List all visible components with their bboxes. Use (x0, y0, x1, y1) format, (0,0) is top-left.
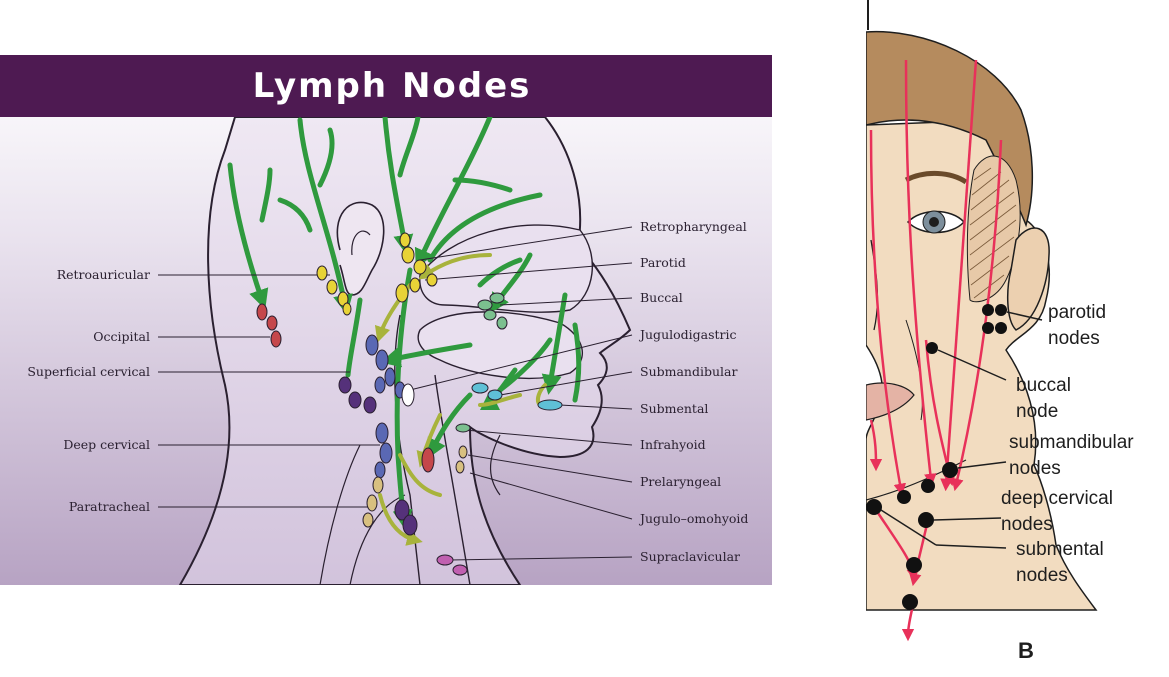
occipital-node-cluster (256, 303, 282, 348)
parotid-node-cluster (395, 232, 438, 303)
title-bar: Lymph Nodes (0, 55, 772, 117)
label-submandibular-line1: submandibular (1009, 432, 1134, 453)
jugulo-omohyoid-node-cluster (394, 499, 418, 536)
label-infrahyoid: Infrahyoid (640, 437, 706, 452)
label-submandibular-line2: nodes (1009, 458, 1061, 479)
label-deep-cervical-line1: deep cervical (1001, 488, 1113, 509)
sideburn (966, 155, 1021, 303)
deep-cervical-node-cluster (374, 422, 393, 479)
head-neck-drawing (0, 55, 772, 585)
label-submandibular-nodes: submandibular nodes (1009, 430, 1134, 482)
ear (1006, 227, 1050, 331)
label-superficial-cervical: Superficial cervical (27, 364, 150, 379)
hair (866, 30, 1034, 228)
label-occipital: Occipital (93, 329, 150, 344)
figure-title: Lymph Nodes (252, 66, 532, 106)
paratracheal-node-cluster (362, 476, 384, 528)
neck-muscle-line (319, 444, 361, 585)
label-jugulo-omohyoid: Jugulo–omohyoid (640, 511, 749, 526)
buccal-node-cluster (477, 292, 508, 330)
label-retropharyngeal: Retropharyngeal (640, 219, 747, 234)
lymph-drainage-arrows (869, 59, 1003, 642)
eyebrow (904, 170, 968, 185)
larynx-line (489, 434, 501, 496)
jaw-line (866, 459, 967, 501)
retroauricular-node-cluster (316, 265, 352, 316)
label-deep-cervical-line2: nodes (1001, 514, 1053, 535)
infrahyoid-node (455, 423, 471, 433)
label-deep-cervical-nodes: deep cervical nodes (1001, 486, 1113, 538)
label-retroauricular: Retroauricular (56, 267, 150, 282)
label-submental-line1: submental (1016, 539, 1104, 560)
face-drawing (866, 0, 1098, 642)
ear-inner-fold (351, 230, 371, 256)
submandibular-node-cluster (471, 382, 503, 401)
jugulodigastric-node-cluster (365, 334, 406, 399)
pupil (929, 217, 939, 227)
lymph-nodes-illustration: Lymph Nodes Retroauricular Occipital Sup… (0, 55, 772, 585)
prelaryngeal-small-nodes (455, 445, 468, 474)
label-parotid-line1: parotid (1048, 302, 1107, 323)
ear-outline (336, 201, 385, 296)
prelaryngeal-node (421, 447, 435, 473)
right-lymph-nodes (866, 304, 1007, 610)
label-submandibular: Submandibular (640, 364, 738, 379)
superficial-cervical-node-cluster (338, 376, 377, 414)
lymph-node-clusters (256, 232, 563, 576)
label-prelaryngeal: Prelaryngeal (640, 474, 722, 489)
label-buccal-line2: node (1016, 401, 1059, 422)
label-parotid-nodes: parotid nodes (1048, 300, 1106, 352)
face-lymph-drainage-illustration: parotid nodes buccal node submandibular … (866, 0, 1169, 677)
label-buccal: Buccal (640, 290, 683, 305)
jugulodigastric-main-node (401, 383, 415, 407)
label-submental: Submental (640, 401, 709, 416)
supraclavicular-node-cluster (436, 554, 468, 576)
trachea-line (434, 374, 471, 585)
green-lymph-vessels (227, 114, 582, 530)
right-leader-lines (880, 311, 1043, 549)
label-submental-line2: nodes (1016, 565, 1068, 586)
label-leader-lines (158, 226, 633, 561)
label-parotid-line2: nodes (1048, 328, 1100, 349)
label-submental-nodes: submental nodes (1016, 537, 1104, 589)
label-paratracheal: Paratracheal (68, 499, 150, 514)
label-buccal-line1: buccal (1016, 375, 1071, 396)
label-parotid: Parotid (640, 255, 686, 270)
label-deep-cervical: Deep cervical (63, 437, 150, 452)
panel-letter: B (1018, 638, 1034, 663)
label-buccal-node: buccal node (1016, 373, 1071, 425)
label-jugulodigastric: Jugulodigastric (640, 327, 737, 342)
sideburn-hatching (969, 167, 1017, 299)
submental-node (537, 399, 563, 411)
label-supraclavicular: Supraclavicular (640, 549, 741, 564)
